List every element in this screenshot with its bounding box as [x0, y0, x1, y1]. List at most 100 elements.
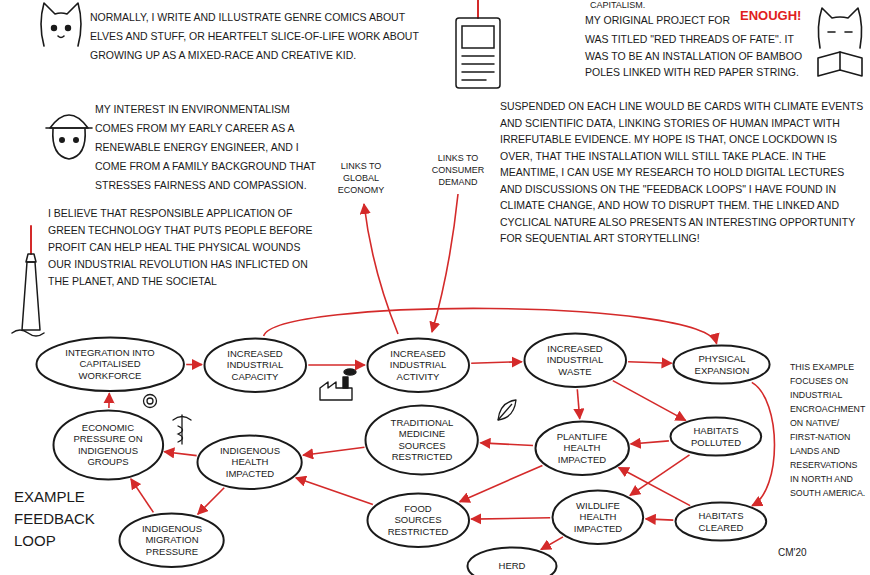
intro-text: MY INTEREST IN ENVIRONMENTALISM COMES FR… — [95, 100, 323, 195]
leaf-icon — [498, 400, 516, 420]
ellipse-outline — [671, 418, 762, 456]
ellipse-outline — [204, 338, 306, 392]
loop-arrow — [577, 389, 579, 419]
loop-arrow — [471, 362, 522, 364]
ground-line — [12, 330, 44, 336]
ellipse-outline — [367, 338, 469, 392]
node-text-group: INTEGRATION INTO CAPITALISED WORKFORCE — [58, 347, 162, 382]
loop-node: PHYSICAL EXPANSION — [672, 344, 771, 385]
loop-arrow — [296, 478, 373, 505]
cat-eye — [66, 26, 71, 31]
loop-node: PLANTLIFE HEALTH IMPACTED — [534, 420, 630, 477]
leader-label: LINKS TO CONSUMER DEMAND — [425, 152, 491, 188]
node-text-group: ECONOMIC PRESSURE ON INDIGENOUS GROUPS — [70, 422, 146, 468]
snake — [178, 426, 183, 442]
cat-drawing — [41, 3, 81, 46]
loop-node: WILDLIFE HEALTH IMPACTED — [551, 489, 645, 546]
card-lines — [462, 56, 494, 80]
card-picture — [462, 26, 494, 48]
side-note: THIS EXAMPLE FOCUSES ON INDUSTRIAL ENCRO… — [790, 360, 867, 500]
loop-node: HERD — [466, 546, 558, 575]
caduceus-icon — [173, 415, 191, 444]
ellipse-outline — [674, 346, 770, 384]
loop-arrow — [460, 465, 543, 501]
loop-arrow — [481, 443, 534, 446]
ellipse-outline — [535, 421, 628, 475]
loop-node: ECONOMIC PRESSURE ON INDIGENOUS GROUPS — [52, 409, 165, 481]
intro-text: I BELIEVE THAT RESPONSIBLE APPLICATION O… — [48, 205, 318, 290]
coin — [144, 395, 157, 408]
loop-arrow — [164, 452, 196, 456]
cat-eye — [52, 26, 57, 31]
node-label: TRADITIONAL MEDICINE SOURCES RESTRICTED — [383, 417, 461, 463]
loop-node: INCREASED INDUSTRIAL CAPACITY — [203, 337, 308, 394]
loop-node: INCREASED INDUSTRIAL ACTIVITY — [366, 337, 471, 394]
leader-arrow — [432, 194, 458, 332]
smoke — [344, 369, 356, 375]
tower-top — [26, 254, 36, 262]
book-spine — [839, 52, 841, 70]
loop-arrow — [646, 519, 674, 520]
loop-arrow — [264, 308, 717, 343]
node-text-group: INCREASED INDUSTRIAL CAPACITY — [220, 348, 290, 383]
project-text: SUSPENDED ON EACH LINE WOULD BE CARDS WI… — [500, 98, 865, 247]
cat-eye — [74, 138, 78, 142]
cat-head — [41, 3, 81, 46]
loop-arrow — [613, 381, 686, 421]
node-label: INDIGENOUS MIGRATION PRESSURE — [136, 523, 208, 558]
leaf-vein — [498, 404, 512, 420]
hard-hat — [50, 115, 88, 128]
leader-arrow — [364, 204, 398, 334]
node-label: INDIGENOUS HEALTH IMPACTED — [214, 445, 286, 480]
node-label: PHYSICAL EXPANSION — [689, 353, 755, 376]
loop-node: FOOD SOURCES RESTRICTED — [366, 492, 471, 549]
ellipse-outline — [53, 410, 163, 479]
ellipse-outline — [120, 513, 224, 567]
chimney — [343, 377, 348, 388]
node-text-group: INCREASED INDUSTRIAL WASTE — [540, 343, 610, 378]
partial-text: CAPITALISM. — [590, 0, 670, 10]
project-name: ENOUGH! — [740, 7, 810, 25]
loop-arrow — [108, 393, 110, 408]
hanging-card-drawing — [456, 0, 500, 88]
ellipse-outline — [36, 337, 183, 391]
loop-node: TRADITIONAL MEDICINE SOURCES RESTRICTED — [364, 404, 479, 476]
node-label: FOOD SOURCES RESTRICTED — [383, 503, 453, 538]
intro-text: NORMALLY, I WRITE AND ILLUSTRATE GENRE C… — [90, 8, 435, 65]
loop-node: INDIGENOUS MIGRATION PRESSURE — [118, 512, 225, 569]
node-text-group: PHYSICAL EXPANSION — [689, 353, 755, 376]
loop-arrow — [471, 518, 550, 519]
node-text-group: HABITATS CLEARED — [690, 510, 752, 533]
book — [818, 52, 862, 76]
coin-icon — [144, 395, 157, 408]
loop-arrow — [628, 362, 672, 364]
red-pole — [30, 226, 32, 254]
factory-icon — [320, 369, 356, 400]
ellipse-outline — [367, 493, 469, 547]
cat-head — [53, 129, 85, 159]
diagram-title: EXAMPLE FEEDBACK LOOP — [14, 486, 109, 552]
node-label: INCREASED INDUSTRIAL WASTE — [540, 343, 610, 378]
signature: CM'20 — [778, 547, 818, 559]
loop-arrow — [198, 488, 224, 514]
ellipse-outline — [553, 490, 644, 544]
reading-cat-drawing — [818, 8, 862, 76]
loop-node: INTEGRATION INTO CAPITALISED WORKFORCE — [35, 336, 185, 393]
project-text: MY ORIGINAL PROJECT FOR — [585, 12, 750, 28]
loop-arrow — [303, 447, 364, 455]
node-text-group: HABITATS POLLUTED — [685, 425, 747, 448]
cat-eyes — [828, 31, 852, 33]
node-label: HABITATS POLLUTED — [685, 425, 747, 448]
ellipse-outline — [468, 548, 557, 575]
node-text-group: PLANTLIFE HEALTH IMPACTED — [550, 431, 614, 466]
coin-inner — [147, 398, 153, 404]
loop-arrow — [631, 441, 669, 444]
node-label: INTEGRATION INTO CAPITALISED WORKFORCE — [58, 347, 162, 382]
node-text-group: TRADITIONAL MEDICINE SOURCES RESTRICTED — [383, 417, 461, 463]
cat-eye — [60, 138, 64, 142]
tower-drawing — [12, 226, 44, 336]
loop-arrow — [308, 364, 365, 366]
wings — [173, 417, 191, 421]
